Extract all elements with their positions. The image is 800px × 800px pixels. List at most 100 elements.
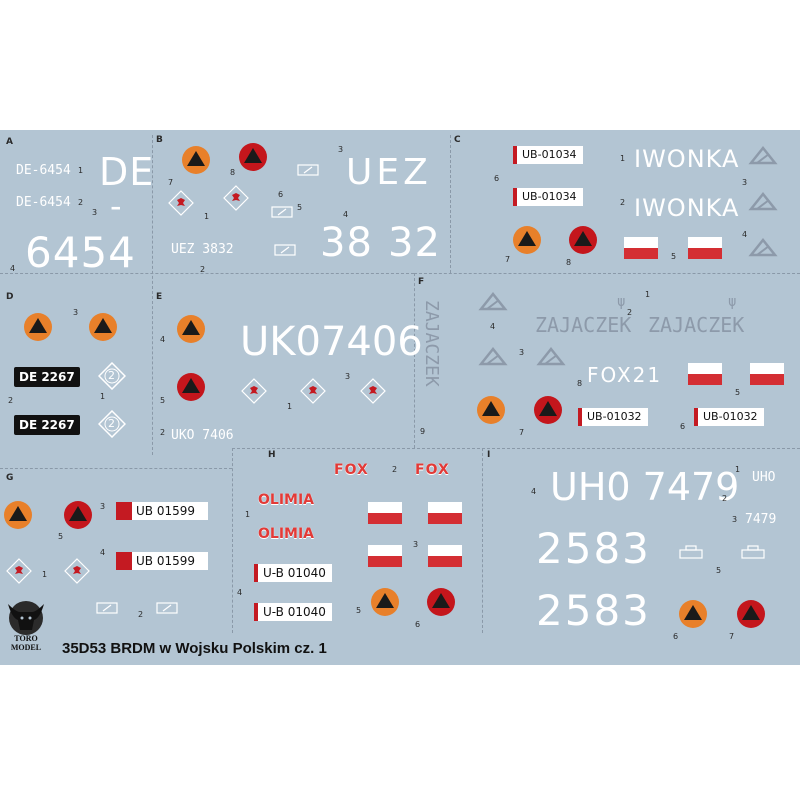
eagle-diamond-emblem [64,558,90,584]
part-number: 5 [735,388,741,397]
orange-roundel [177,315,205,343]
part-number: 1 [645,290,651,299]
part-number: 4 [490,322,496,331]
red-roundel [239,143,267,171]
part-number: 2 [138,610,144,619]
red-roundel [177,373,205,401]
polish-flag [688,237,722,259]
red-roundel [737,600,765,628]
polish-flag [750,363,784,385]
tactical-diamond: 2 [98,410,126,438]
section-letter-a: A [6,137,13,147]
part-number: 4 [531,487,537,496]
plate-g2: UB 01599 [116,552,208,570]
part-number: 2 [392,465,398,474]
unit-emblem [748,145,778,165]
part-number: 4 [343,210,349,219]
decal-sheet: A DE-6454 DE-6454 DE - 6454 1 2 3 4 B UE… [0,130,800,665]
small-code-7479: 7479 [745,512,777,527]
logo-text: TORO MODEL [10,634,42,652]
big-letters-uez: UEZ [346,152,432,193]
big-number-32: 32 [388,220,441,266]
section-letter-b: B [156,135,163,145]
part-number: 5 [297,203,303,212]
tank-sign [679,545,703,559]
part-number: 8 [566,258,572,267]
part-number: 4 [160,335,166,344]
divider [450,135,451,273]
orange-roundel [24,313,52,341]
divider [152,135,153,455]
red-roundel [427,588,455,616]
divider [232,448,800,449]
part-number: 3 [100,502,106,511]
part-number: 2 [627,308,633,317]
tactical-sign [274,244,296,256]
name-fox-1: FOX [334,462,369,478]
polish-flag [368,545,402,567]
orange-roundel [182,146,210,174]
divider [0,468,232,469]
part-number: 4 [237,588,243,597]
section-letter-e: E [156,292,163,302]
tactical-sign [271,206,293,218]
small-code-uho: UHO [752,470,776,485]
part-number: 3 [345,372,351,381]
orange-roundel [679,600,707,628]
part-number: 5 [356,606,362,615]
divider [414,273,800,274]
unit-emblem [478,346,508,366]
polish-flag [624,237,658,259]
name-iwonka-2: IWONKA [634,194,740,222]
part-number: 8 [577,379,583,388]
small-mark: ψ [728,294,737,310]
unit-emblem [536,346,566,366]
eagle-diamond-emblem [241,378,267,404]
plate-d1: DE 2267 [14,367,80,387]
plate-c2: UB-01034 [513,188,583,206]
part-number: 1 [735,465,741,474]
eagle-diamond-emblem [223,185,249,211]
section-letter-h: H [268,450,276,460]
big-number-2583-2: 2583 [536,586,651,635]
part-number: 2 [200,265,206,274]
big-dash: - [110,187,123,225]
orange-roundel [4,501,32,529]
polish-flag [428,545,462,567]
part-number: 2 [620,198,626,207]
part-number: 4 [742,230,748,239]
polish-flag [368,502,402,524]
polish-flag [428,502,462,524]
divider [482,448,483,633]
sheet-title: 35D53 BRDM w Wojsku Polskim cz. 1 [62,640,327,657]
small-code-uko: UKO 7406 [171,428,234,443]
orange-roundel [89,313,117,341]
red-roundel [534,396,562,424]
section-letter-f: F [418,277,425,287]
part-number: 5 [716,566,722,575]
part-number: 4 [10,264,16,273]
plate-h1: U-B 01040 [254,564,332,582]
eagle-diamond-emblem [168,190,194,216]
part-number: 1 [42,570,48,579]
section-letter-g: G [6,473,14,483]
part-number: 3 [92,208,98,217]
part-number: 7 [168,178,174,187]
small-code-uez: UEZ 3832 [171,242,234,257]
big-number-38: 38 [320,220,373,266]
tactical-sign [156,602,178,614]
orange-roundel [477,396,505,424]
polish-flag [688,363,722,385]
part-number: 2 [78,198,84,207]
part-number: 8 [230,168,236,177]
part-number: 5 [671,252,677,261]
part-number: 9 [420,427,426,436]
eagle-diamond-emblem [300,378,326,404]
eagle-diamond-emblem [360,378,386,404]
big-code-uk07406: UK07406 [240,319,423,365]
name-olimia-1: OLIMIA [258,492,315,508]
part-number: 7 [505,255,511,264]
part-number: 5 [160,396,166,405]
plate-c1: UB-01034 [513,146,583,164]
name-fox-2: FOX [415,462,450,478]
